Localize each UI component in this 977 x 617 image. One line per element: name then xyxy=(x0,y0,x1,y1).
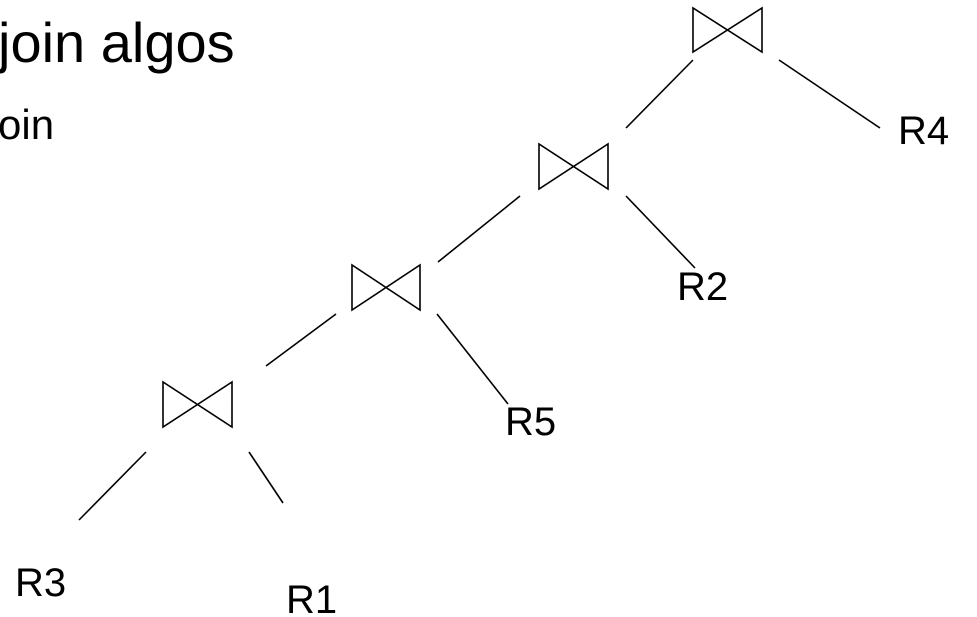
edge-bottom-join-to-r1 xyxy=(248,451,284,504)
relation-label-r5: R5 xyxy=(505,400,556,444)
edge-lower-middle-join-to-r5 xyxy=(436,313,509,405)
bowtie-join-icon xyxy=(538,142,609,191)
edge-upper-middle-join-to-lower-middle-join xyxy=(437,195,521,263)
edge-upper-middle-join-to-r2 xyxy=(625,195,696,269)
bullet-text-fragment: oin xyxy=(0,101,55,148)
edge-bottom-join-to-r3 xyxy=(78,451,147,521)
slide-title-fragment: join algos xyxy=(0,11,235,74)
bowtie-join-icon xyxy=(692,6,763,54)
relation-label-r1: R1 xyxy=(286,578,337,617)
edge-top-join-to-r4 xyxy=(778,59,881,129)
relation-label-r3: R3 xyxy=(15,561,66,605)
bowtie-join-icon xyxy=(351,263,421,312)
edge-top-join-to-upper-middle-join xyxy=(625,59,694,129)
relation-label-r2: R2 xyxy=(677,265,728,309)
edge-lower-middle-join-to-bottom-join xyxy=(265,313,337,367)
bowtie-join-icon xyxy=(162,380,233,429)
relation-label-r4: R4 xyxy=(898,109,949,153)
